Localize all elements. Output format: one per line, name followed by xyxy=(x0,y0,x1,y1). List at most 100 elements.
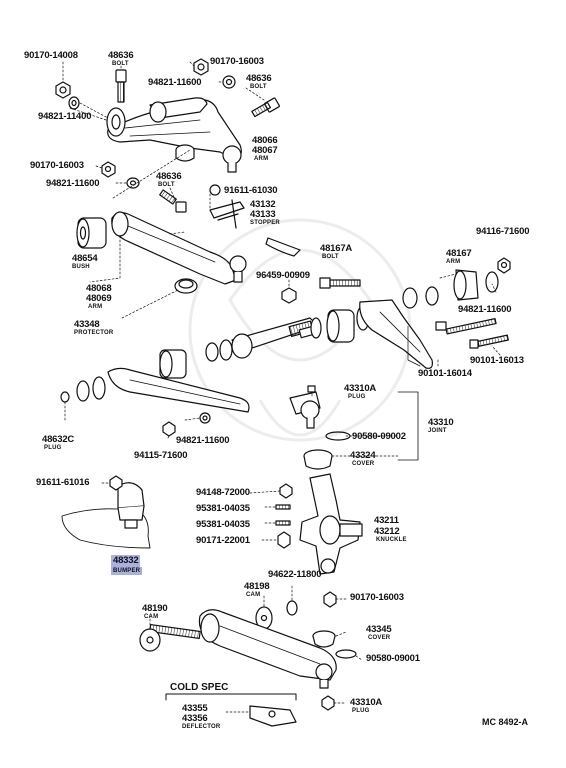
cover-43345 xyxy=(312,630,336,648)
upper-arm-48066 xyxy=(106,97,242,173)
steering-knuckle-43211 xyxy=(299,473,363,575)
nut-90170-16003-lower xyxy=(323,591,337,608)
label-48167: 48167 xyxy=(446,248,472,259)
label-94622-11800: 94622-11800 xyxy=(268,569,322,580)
label-48636-c: 48636 xyxy=(156,171,182,182)
label-43324: 43324 xyxy=(350,450,376,461)
label-94821-11600-b: 94821-11600 xyxy=(46,178,100,189)
label-94821-11600-d: 94821-11600 xyxy=(176,435,230,446)
label-48068: 48068 xyxy=(86,283,112,294)
caption-cam-b: CAM xyxy=(144,614,159,620)
protector-43348 xyxy=(174,278,198,294)
label-48067: 48067 xyxy=(252,145,278,156)
label-48636-a: 48636 xyxy=(108,50,134,61)
label-94116-71600: 94116-71600 xyxy=(476,226,530,237)
label-43133: 43133 xyxy=(250,209,276,220)
label-95381-04035-a: 95381-04035 xyxy=(196,503,250,514)
deflector-43355 xyxy=(249,705,297,727)
label-48066: 48066 xyxy=(252,135,278,146)
plug-43310A-lower xyxy=(321,695,335,711)
label-90580-09002: 90580-09002 xyxy=(352,431,406,442)
label-91611-61016: 91611-61016 xyxy=(36,477,90,488)
nut-90170-16003-top xyxy=(193,58,209,76)
label-48632C: 48632C xyxy=(42,434,75,445)
bolt-48636-top xyxy=(115,69,127,103)
washer-94821-11600-left xyxy=(126,177,140,189)
label-94148-72000: 94148-72000 xyxy=(196,487,250,498)
label-91611-61030: 91611-61030 xyxy=(224,185,278,196)
caption-arm-c: ARM xyxy=(446,259,461,265)
leader-lines xyxy=(62,61,501,713)
lower-control-arm xyxy=(139,609,337,689)
label-43211: 43211 xyxy=(374,515,399,526)
caption-bush: BUSH xyxy=(72,264,90,270)
caption-deflector: DEFLECTOR xyxy=(182,724,221,730)
label-90101-16013: 90101-16013 xyxy=(470,355,524,366)
label-94115-71600: 94115-71600 xyxy=(134,450,188,461)
nut-90170-14008 xyxy=(55,81,71,99)
caption-stopper: STOPPER xyxy=(250,220,280,226)
long-bolts-90101 xyxy=(435,318,509,349)
rear-arm-48167 xyxy=(359,269,499,369)
label-43355: 43355 xyxy=(182,703,208,714)
label-48190: 48190 xyxy=(142,603,168,614)
strut-bar-assembly xyxy=(159,305,370,379)
label-cold-spec: COLD SPEC xyxy=(170,682,229,693)
label-90170-16003-c: 90170-16003 xyxy=(350,592,404,603)
caption-bolt-d: BOLT xyxy=(322,254,339,260)
label-90170-16003-a: 90170-16003 xyxy=(210,56,264,67)
washer-94622-11800 xyxy=(286,600,298,616)
caption-cover-a: COVER xyxy=(352,461,375,467)
bolt-96459-00909 xyxy=(281,287,297,304)
lower-arm-48068 xyxy=(111,211,247,285)
nut-91611-61016 xyxy=(109,475,123,491)
label-43310A-a: 43310A xyxy=(344,383,377,394)
ring-90580-09001 xyxy=(335,649,357,659)
label-90170-16003-b: 90170-16003 xyxy=(30,160,84,171)
label-94821-11600-a: 94821-11600 xyxy=(148,77,202,88)
label-94821-11600-c: 94821-11600 xyxy=(458,304,512,315)
lower-left-arm xyxy=(60,367,250,413)
label-48069: 48069 xyxy=(86,293,112,304)
caption-plug-c: PLUG xyxy=(352,708,370,714)
washer-94115-71600 xyxy=(162,421,176,437)
label-43310: 43310 xyxy=(428,417,454,428)
bumper-48332 xyxy=(61,482,151,549)
caption-plug-b: PLUG xyxy=(44,445,62,451)
caption-arm-a: ARM xyxy=(254,156,269,162)
label-48654: 48654 xyxy=(72,253,98,264)
cold-spec-bracket xyxy=(165,693,297,701)
caption-knuckle: KNUCKLE xyxy=(376,537,407,543)
label-94821-11400: 94821-11400 xyxy=(38,111,92,122)
label-43212: 43212 xyxy=(374,526,400,537)
label-96459-00909: 96459-00909 xyxy=(256,270,310,281)
label-90101-16014: 90101-16014 xyxy=(418,368,472,379)
label-48198: 48198 xyxy=(244,581,270,592)
stopper-43132 xyxy=(209,184,301,257)
label-43356: 43356 xyxy=(182,713,208,724)
caption-bumper: BUMPER xyxy=(111,567,143,575)
label-90170-14008: 90170-14008 xyxy=(24,50,78,61)
nut-90170-16003-left xyxy=(101,161,116,178)
nut-94116-71600 xyxy=(497,257,511,274)
nut-94821-11600-lower xyxy=(199,412,211,424)
bolt-48636-lower xyxy=(159,189,187,213)
bush-48654 xyxy=(76,217,107,249)
label-43345: 43345 xyxy=(366,624,392,635)
diagram-reference-code: MC 8492-A xyxy=(482,717,529,727)
caption-cover-b: COVER xyxy=(368,635,391,641)
caption-cam-a: CAM xyxy=(246,592,261,598)
caption-bolt-c: BOLT xyxy=(158,182,175,188)
label-48332: 48332 xyxy=(111,555,141,567)
cover-43324 xyxy=(303,449,333,470)
bolt-48167A xyxy=(319,277,361,289)
washer-94821-11600-top xyxy=(222,75,236,89)
label-43348: 43348 xyxy=(74,319,100,330)
label-43132: 43132 xyxy=(250,199,276,210)
caption-arm-b: ARM xyxy=(88,304,103,310)
caption-bolt-b: BOLT xyxy=(250,84,267,90)
washer-94821-11400 xyxy=(68,96,80,110)
label-90171-22001: 90171-22001 xyxy=(196,535,250,546)
